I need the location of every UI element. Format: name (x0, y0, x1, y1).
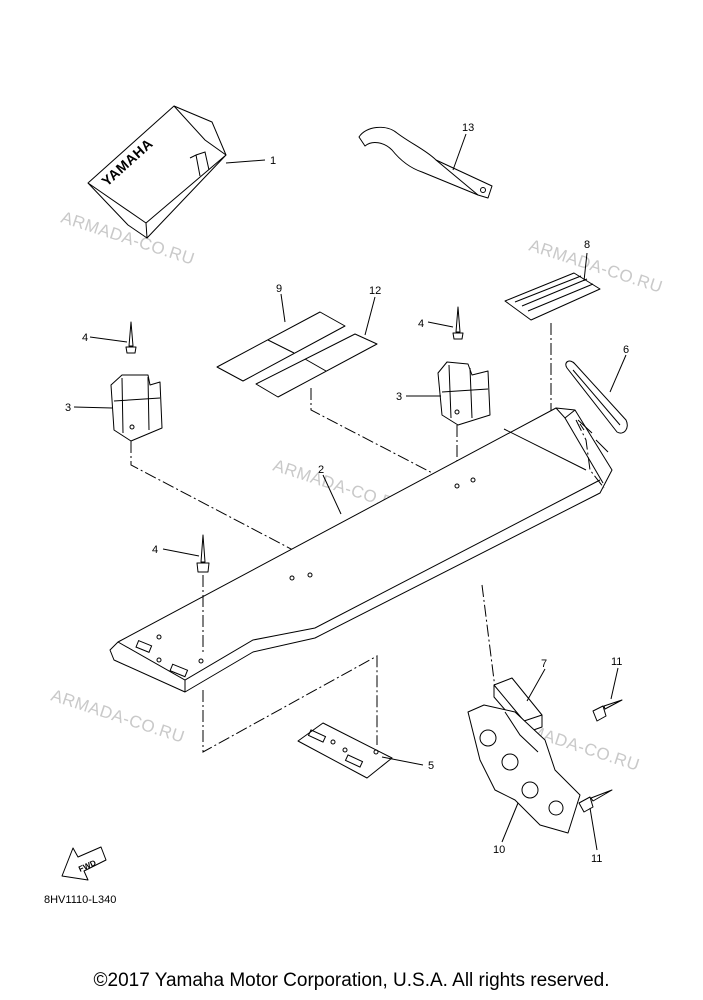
part-4-rivet-lower (196, 534, 210, 573)
part-1-tool-pouch: YAMAHA (87, 105, 227, 239)
callout-3b: 3 (396, 391, 402, 403)
part-9-label (216, 311, 346, 382)
diagram-code: 8HV1110-L340 (44, 894, 117, 906)
callout-8: 8 (584, 239, 590, 251)
callout-12: 12 (369, 285, 381, 297)
callout-2: 2 (318, 464, 324, 476)
callout-1: 1 (270, 155, 276, 167)
callout-7: 7 (541, 658, 547, 670)
callout-4a: 4 (82, 332, 88, 344)
part-3-clip-left (110, 374, 163, 442)
callout-5: 5 (428, 760, 434, 772)
part-3-clip-right (437, 361, 491, 426)
part-11-rivet-lower (578, 789, 613, 813)
callout-9: 9 (276, 283, 282, 295)
part-5-plate (297, 722, 393, 779)
callout-13: 13 (462, 122, 474, 134)
part-11-rivet-upper (592, 699, 623, 722)
callout-4c: 4 (152, 544, 158, 556)
part-2-tray (109, 407, 613, 693)
part-4-rivet-left-top (125, 321, 137, 354)
callout-6: 6 (623, 344, 629, 356)
part-4-rivet-center-top (452, 306, 464, 340)
fwd-arrow-icon: FWD (61, 846, 107, 881)
copyright-notice: ©2017 Yamaha Motor Corporation, U.S.A. A… (93, 970, 610, 991)
part-10-bracket (467, 704, 581, 834)
part-12-label (255, 333, 378, 398)
part-6-hose (565, 360, 628, 434)
watermark-4: ARMADA-CO.RU (49, 686, 187, 747)
part-13-spanner (358, 126, 493, 199)
callout-10: 10 (493, 844, 505, 856)
callout-3a: 3 (65, 402, 71, 414)
part-8-label (504, 272, 601, 321)
callout-4b: 4 (418, 318, 424, 330)
callout-11b: 11 (591, 853, 602, 865)
callout-11a: 11 (611, 656, 622, 668)
